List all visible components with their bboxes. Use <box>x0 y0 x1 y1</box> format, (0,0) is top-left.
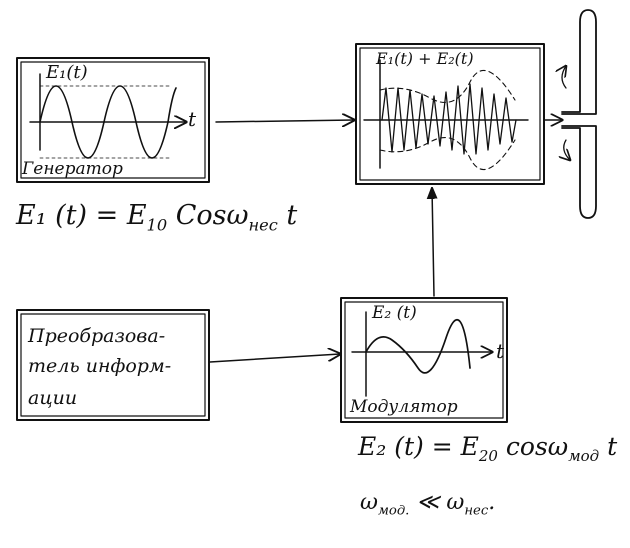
converter-text-line-3: ации <box>28 387 77 409</box>
antenna-upper-arm <box>561 9 597 115</box>
generator-carrier-wave <box>39 85 177 159</box>
modulator-caption: Модулятор <box>349 397 458 417</box>
modulator-signal-wave <box>365 318 471 374</box>
converter-text-line-2: тель информ- <box>28 355 171 377</box>
formula-e2: E₂ (t) = E20 cosωмод t <box>358 432 618 465</box>
generator-caption: Генератор <box>21 159 123 179</box>
converter-text-line-1: Преобразова- <box>27 325 165 347</box>
current-up-arrow <box>562 66 566 89</box>
summer-upper-envelope <box>379 70 516 103</box>
generator-block: E₁(t) t Генератор <box>16 57 210 183</box>
antenna <box>561 9 597 219</box>
arrow-generator-to-summer <box>215 120 354 122</box>
summer-lower-envelope <box>379 137 516 170</box>
modulator-signal-label: E₂ (t) <box>371 303 417 323</box>
summer-modulated-wave <box>381 83 517 155</box>
generator-axis-label: t <box>188 107 197 131</box>
current-down-arrow <box>564 139 570 160</box>
antenna-lower-arm <box>561 125 597 219</box>
modulator-axis-label: t <box>496 339 505 363</box>
formula-e1: E₁ (t) = E10 Cosωнес t <box>16 200 298 235</box>
arrow-converter-to-modulator <box>209 354 340 363</box>
converter-block: Преобразова- тель информ- ации <box>16 309 210 421</box>
summer-block: E₁(t) + E₂(t) <box>355 43 545 185</box>
modulator-block: E₂ (t) t Модулятор <box>340 297 508 423</box>
arrow-modulator-to-summer <box>432 188 434 297</box>
formula-frequency-relation: ωмод. ≪ ωнес. <box>360 490 496 519</box>
summer-signal-label: E₁(t) + E₂(t) <box>375 49 474 68</box>
generator-signal-label: E₁(t) <box>45 62 88 83</box>
